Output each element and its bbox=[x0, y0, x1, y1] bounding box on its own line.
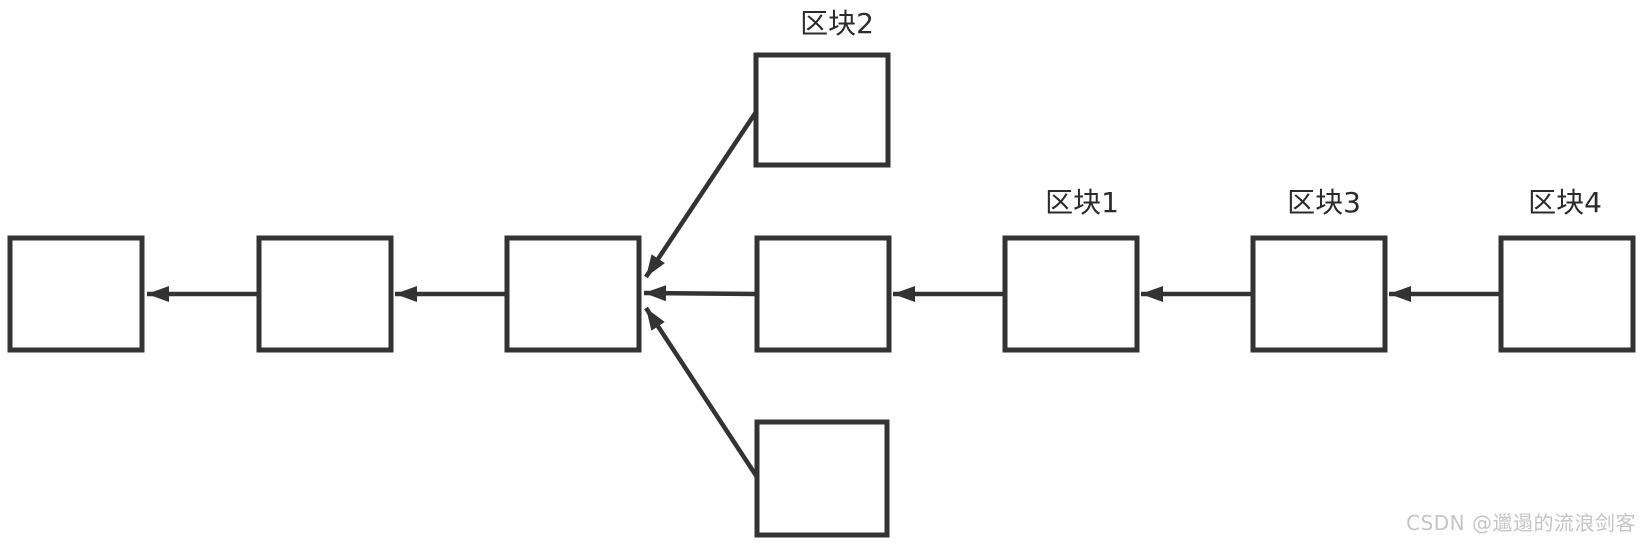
fork-middle-box bbox=[754, 235, 892, 353]
chain-box-2 bbox=[256, 235, 394, 353]
block-label: 区块3 bbox=[1287, 186, 1361, 219]
arrow-bottom-to-parent bbox=[644, 306, 759, 479]
block-label: 区块1 bbox=[1045, 186, 1119, 219]
block-label: 区块4 bbox=[1528, 186, 1602, 219]
block-3-box bbox=[1250, 235, 1388, 353]
fork-parent-box bbox=[504, 235, 642, 353]
fork-bottom-box bbox=[754, 419, 890, 538]
block-1-box bbox=[1002, 235, 1140, 353]
block-2-box bbox=[753, 52, 891, 168]
block-4-box bbox=[1498, 235, 1636, 353]
chain-box-1 bbox=[7, 235, 145, 353]
arrow-block2-to-parent bbox=[644, 110, 758, 279]
arrow-middle-to-parent bbox=[643, 285, 758, 302]
csdn-watermark: CSDN @邋遢的流浪剑客 bbox=[1406, 511, 1636, 535]
block-label: 区块2 bbox=[800, 7, 874, 40]
